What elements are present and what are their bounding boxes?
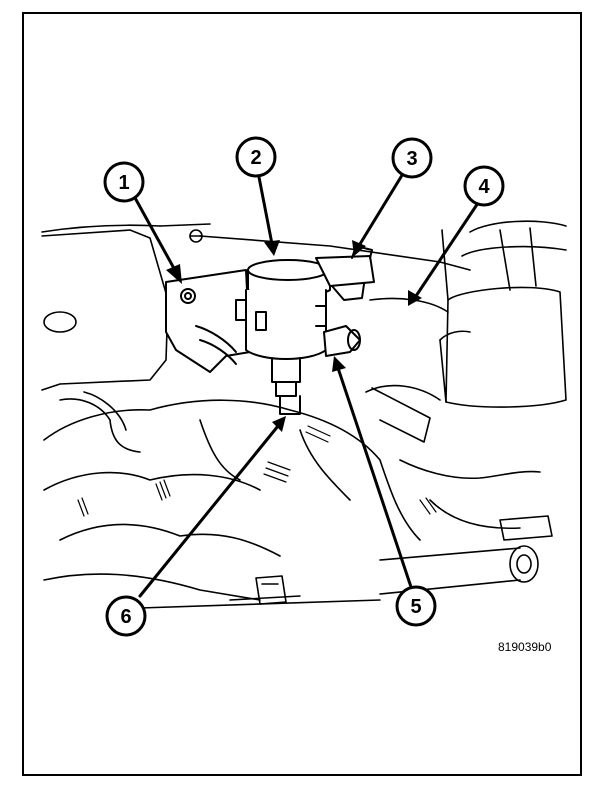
arrowhead-2 (264, 240, 280, 256)
callout-label-6: 6 (120, 606, 131, 628)
arrowhead-5 (332, 356, 346, 372)
leader-line-5 (336, 366, 414, 592)
leader-line-3 (358, 170, 406, 246)
callout-label-1: 1 (118, 172, 129, 194)
leader-lines (132, 170, 482, 598)
engine-bay-background (41, 220, 567, 609)
arrowhead-3 (352, 240, 366, 256)
arrowhead-4 (408, 290, 422, 306)
leader-arrowheads (166, 240, 422, 432)
hatch-marks (77, 425, 437, 517)
figure-id-label: 819039b0 (498, 640, 552, 654)
callout-4: 4 (463, 165, 505, 207)
callout-5: 5 (395, 585, 437, 627)
solenoid-assembly (165, 245, 375, 415)
leader-line-6 (138, 424, 280, 598)
callout-label-4: 4 (478, 176, 490, 198)
arrowhead-1 (166, 264, 182, 284)
leader-line-2 (256, 170, 274, 246)
figure-frame (22, 12, 582, 776)
callout-label-3: 3 (406, 148, 417, 170)
arrowhead-6 (272, 416, 286, 432)
leader-line-1 (132, 194, 178, 274)
callout-label-5: 5 (410, 596, 421, 618)
callout-3: 3 (391, 137, 433, 179)
callout-2: 2 (235, 136, 277, 178)
leader-line-4 (414, 198, 482, 298)
callout-6: 6 (105, 595, 147, 637)
callout-label-2: 2 (250, 147, 261, 169)
callout-1: 1 (103, 161, 145, 203)
